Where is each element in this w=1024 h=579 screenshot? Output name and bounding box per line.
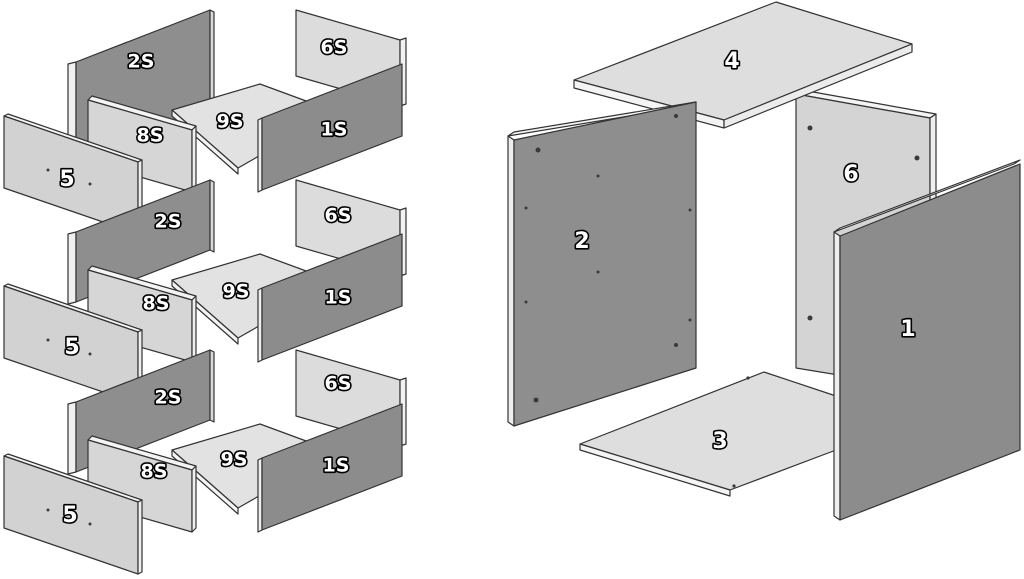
label-right-back: 6S (321, 37, 348, 59)
label-carcass-top: 4 (724, 49, 739, 74)
panel-right-front-1s: 1S (257, 63, 403, 193)
label-left-inner: 8S (143, 293, 170, 315)
label-right-front: 1S (325, 287, 352, 309)
label-right-front: 1S (321, 119, 348, 141)
label-front: 5 (64, 335, 79, 360)
label-bottom: 9S (221, 449, 248, 471)
panel-right-front-1s: 1S (257, 233, 403, 363)
label-back: 2S (155, 211, 182, 233)
panel-right-side-1: 1 (833, 159, 1021, 521)
panel-front-5: 5 (3, 113, 143, 235)
label-front: 5 (62, 503, 77, 528)
label-carcass-bottom: 3 (712, 429, 727, 454)
label-right-back: 6S (325, 205, 352, 227)
drawer-unit: 2S 6S 9S 8S 1S (3, 179, 407, 405)
label-carcass-back: 6 (843, 162, 858, 187)
carcass: 6 4 3 (507, 1, 1021, 521)
panel-left-side-2: 2 (507, 101, 697, 427)
label-carcass-right: 1 (900, 317, 915, 342)
label-bottom: 9S (217, 111, 244, 133)
drawer-unit: 2S 6S 9S 8S 1S (3, 349, 407, 575)
label-back: 2S (155, 387, 182, 409)
drawer-unit: 2S 6S 9S 8S (3, 9, 407, 235)
label-left-inner: 8S (137, 125, 164, 147)
panel-bottom-3: 3 (579, 371, 837, 497)
label-right-back: 6S (325, 373, 352, 395)
label-front: 5 (59, 167, 74, 192)
label-carcass-left: 2 (574, 229, 589, 254)
panel-front-5: 5 (3, 453, 143, 575)
label-left-inner: 8S (141, 461, 168, 483)
label-right-front: 1S (323, 455, 350, 477)
drawer-stack: 2S 6S 9S 8S (3, 9, 407, 575)
label-back: 2S (128, 51, 155, 73)
label-bottom: 9S (223, 281, 250, 303)
panel-right-front-1s: 1S (257, 403, 403, 533)
